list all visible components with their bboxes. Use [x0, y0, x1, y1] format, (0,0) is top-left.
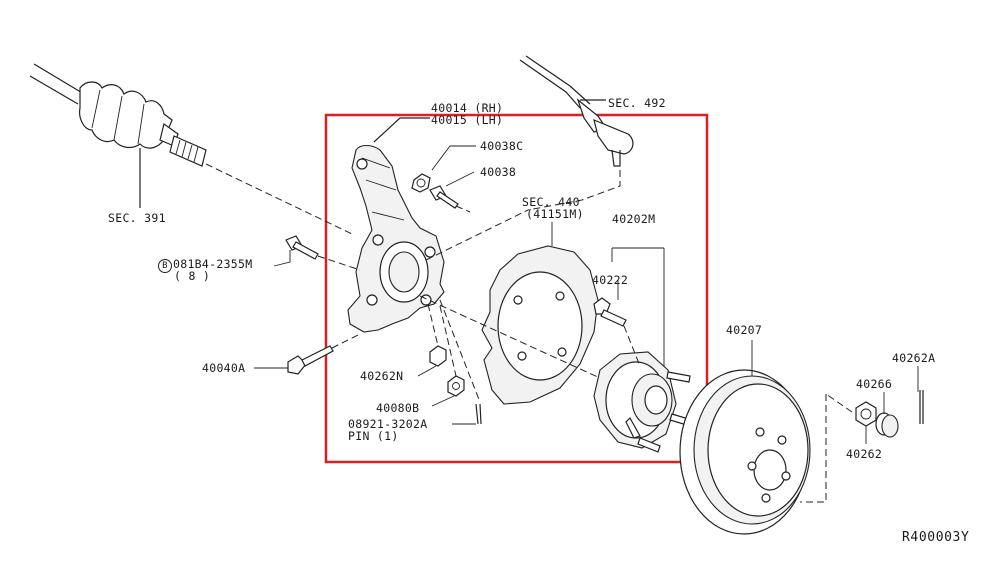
- highlight-frame: [324, 113, 709, 464]
- label-nut-40080b: 40080B: [376, 401, 420, 415]
- label-bolt-081b4-part: 081B4-2355M: [173, 257, 253, 271]
- label-pin-part: 08921-3202A: [348, 417, 428, 431]
- label-nut-40038c: 40038C: [480, 139, 524, 153]
- label-pin-desc: PIN (1): [348, 429, 399, 443]
- label-hub-40202m: 40202M: [612, 212, 656, 226]
- label-rotor-40207: 40207: [726, 323, 763, 337]
- label-sec-391: SEC. 391: [108, 211, 166, 225]
- tie-rod-end: [519, 55, 634, 167]
- label-nut-40262n: 40262N: [360, 369, 404, 383]
- bolt-40038: [429, 171, 475, 209]
- label-knuckle-rh: 40014 (RH): [431, 101, 504, 115]
- brake-rotor: [679, 340, 811, 535]
- label-bolt-40040a: 40040A: [202, 361, 246, 375]
- label-sec-440-sub: (41151M): [526, 207, 584, 221]
- dust-shield: [481, 222, 599, 405]
- nut-40080b: [431, 375, 465, 407]
- pin-40262a: [917, 366, 924, 424]
- label-sec-440: SEC. 440: [522, 195, 580, 209]
- alignment-lines: [205, 163, 853, 503]
- label-nut-40262: 40262: [846, 447, 883, 461]
- label-sec-492: SEC. 492: [608, 96, 666, 110]
- hub-assembly: [593, 247, 693, 453]
- label-cap-40266: 40266: [856, 377, 893, 391]
- diagram-reference-code: R400003Y: [902, 530, 970, 545]
- nut-40262: [855, 401, 877, 444]
- label-bolt-081b4-qty: ( 8 ): [174, 269, 211, 283]
- bolt-081b4: [273, 235, 319, 267]
- label-knuckle-lh: 40015 (LH): [431, 113, 504, 127]
- nut-40038c: [411, 145, 476, 193]
- label-bolt-40038: 40038: [480, 165, 517, 179]
- cap-40266: [875, 392, 899, 438]
- label-bolt-40222: 40222: [592, 273, 629, 287]
- bolt-40040a: [254, 345, 334, 375]
- circled-b-marker: B: [158, 259, 172, 273]
- drive-shaft: [29, 63, 207, 208]
- bolt-40222: [593, 280, 627, 327]
- label-pin-40262a: 40262A: [892, 351, 936, 365]
- steering-knuckle: [347, 117, 445, 333]
- nut-40262n: [417, 345, 447, 377]
- cotter-pin: [452, 403, 482, 425]
